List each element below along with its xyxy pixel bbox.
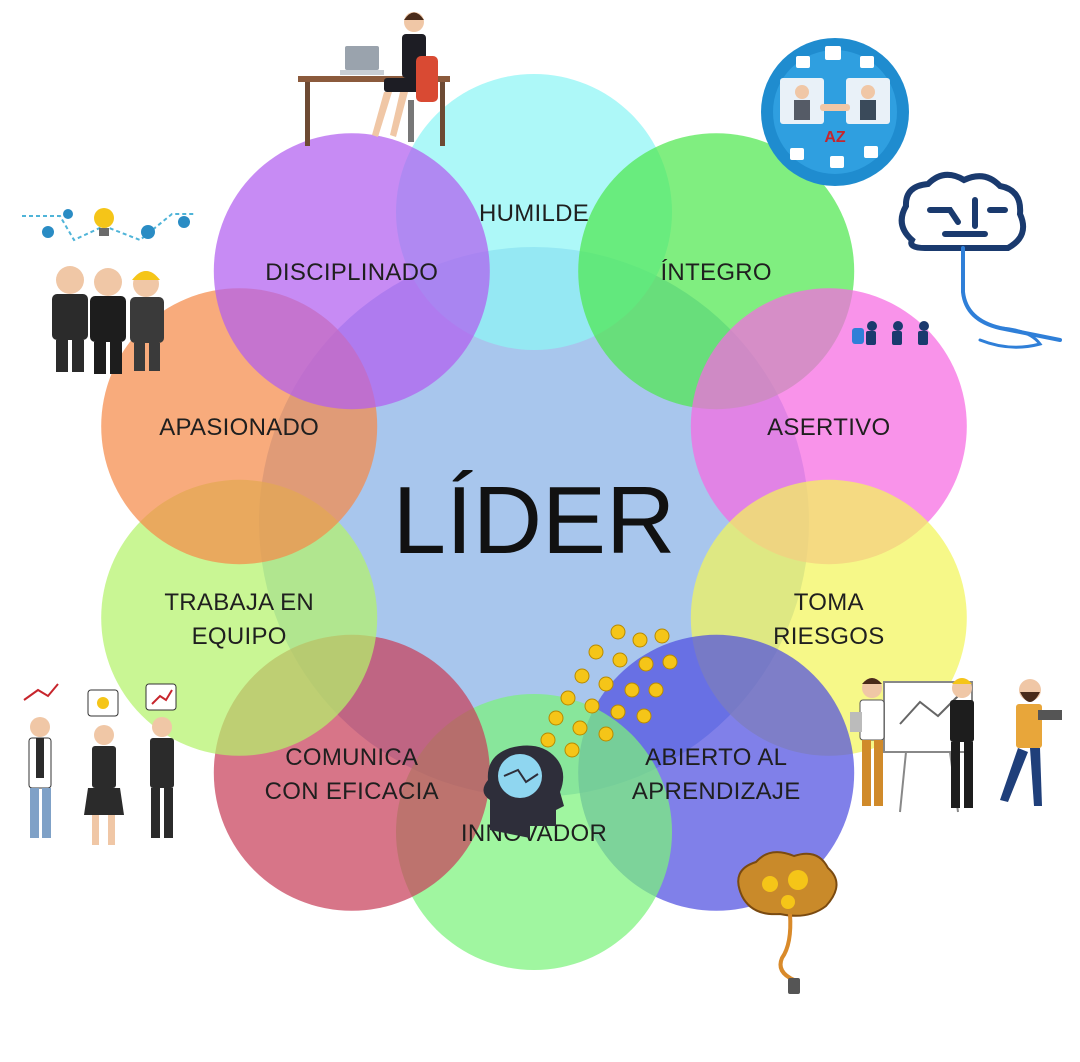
online-handshake-icon: AZ bbox=[761, 38, 909, 186]
team-holding-ideas-icon bbox=[23, 683, 177, 845]
idea-network-icon bbox=[22, 208, 194, 242]
team-presentation-icon bbox=[850, 678, 1062, 813]
petal-label-line: ABIERTO AL bbox=[645, 744, 787, 771]
svg-text:AZ: AZ bbox=[824, 129, 846, 146]
thinking-head-icon bbox=[483, 745, 564, 838]
petal-labels: HUMILDE ÍNTEGRO ASERTIVO TOMA RIESGOS ABIERTO… bbox=[159, 200, 890, 847]
petal-label: APASIONADO bbox=[159, 414, 319, 441]
petal-group bbox=[101, 74, 967, 970]
brain-gears-icon bbox=[737, 851, 838, 994]
petal-label-line: APASIONADO bbox=[159, 414, 319, 441]
people-pushing-plug-icon bbox=[852, 321, 929, 345]
petal-label: ABIERTO AL APRENDIZAJE bbox=[632, 744, 801, 805]
petal-label-line: TOMA bbox=[794, 589, 864, 616]
business-team-icon bbox=[52, 266, 164, 374]
petal-label-line: RIESGOS bbox=[773, 623, 884, 650]
petal-label-line: DISCIPLINADO bbox=[265, 259, 438, 286]
petal-label-line: CON EFICACIA bbox=[265, 778, 439, 805]
petal-label: ÍNTEGRO bbox=[660, 259, 771, 286]
petal-label: HUMILDE bbox=[479, 200, 589, 227]
petal-label-line: ÍNTEGRO bbox=[660, 259, 771, 286]
petal-label-line: COMUNICA bbox=[285, 744, 418, 771]
petal-label-line: EQUIPO bbox=[192, 623, 287, 650]
businesswoman-at-desk-icon bbox=[298, 12, 450, 146]
center-label: LÍDER bbox=[393, 467, 676, 574]
petal-label: TOMA RIESGOS bbox=[773, 589, 884, 650]
petal-label-line: HUMILDE bbox=[479, 200, 589, 227]
petal-circle bbox=[213, 133, 490, 410]
petal-label-line: APRENDIZAJE bbox=[632, 778, 801, 805]
petal-label: COMUNICA CON EFICACIA bbox=[265, 744, 439, 805]
lightbulb-swarm-icon bbox=[540, 624, 678, 758]
circuit-brain-icon bbox=[898, 171, 1062, 349]
petal-label: ASERTIVO bbox=[767, 414, 890, 441]
petal-label-line: ASERTIVO bbox=[767, 414, 890, 441]
petal-label-line: TRABAJA EN bbox=[164, 589, 314, 616]
petal-label: TRABAJA EN EQUIPO bbox=[164, 589, 314, 650]
petal-circle bbox=[690, 288, 967, 565]
petal-label: DISCIPLINADO bbox=[265, 259, 438, 286]
